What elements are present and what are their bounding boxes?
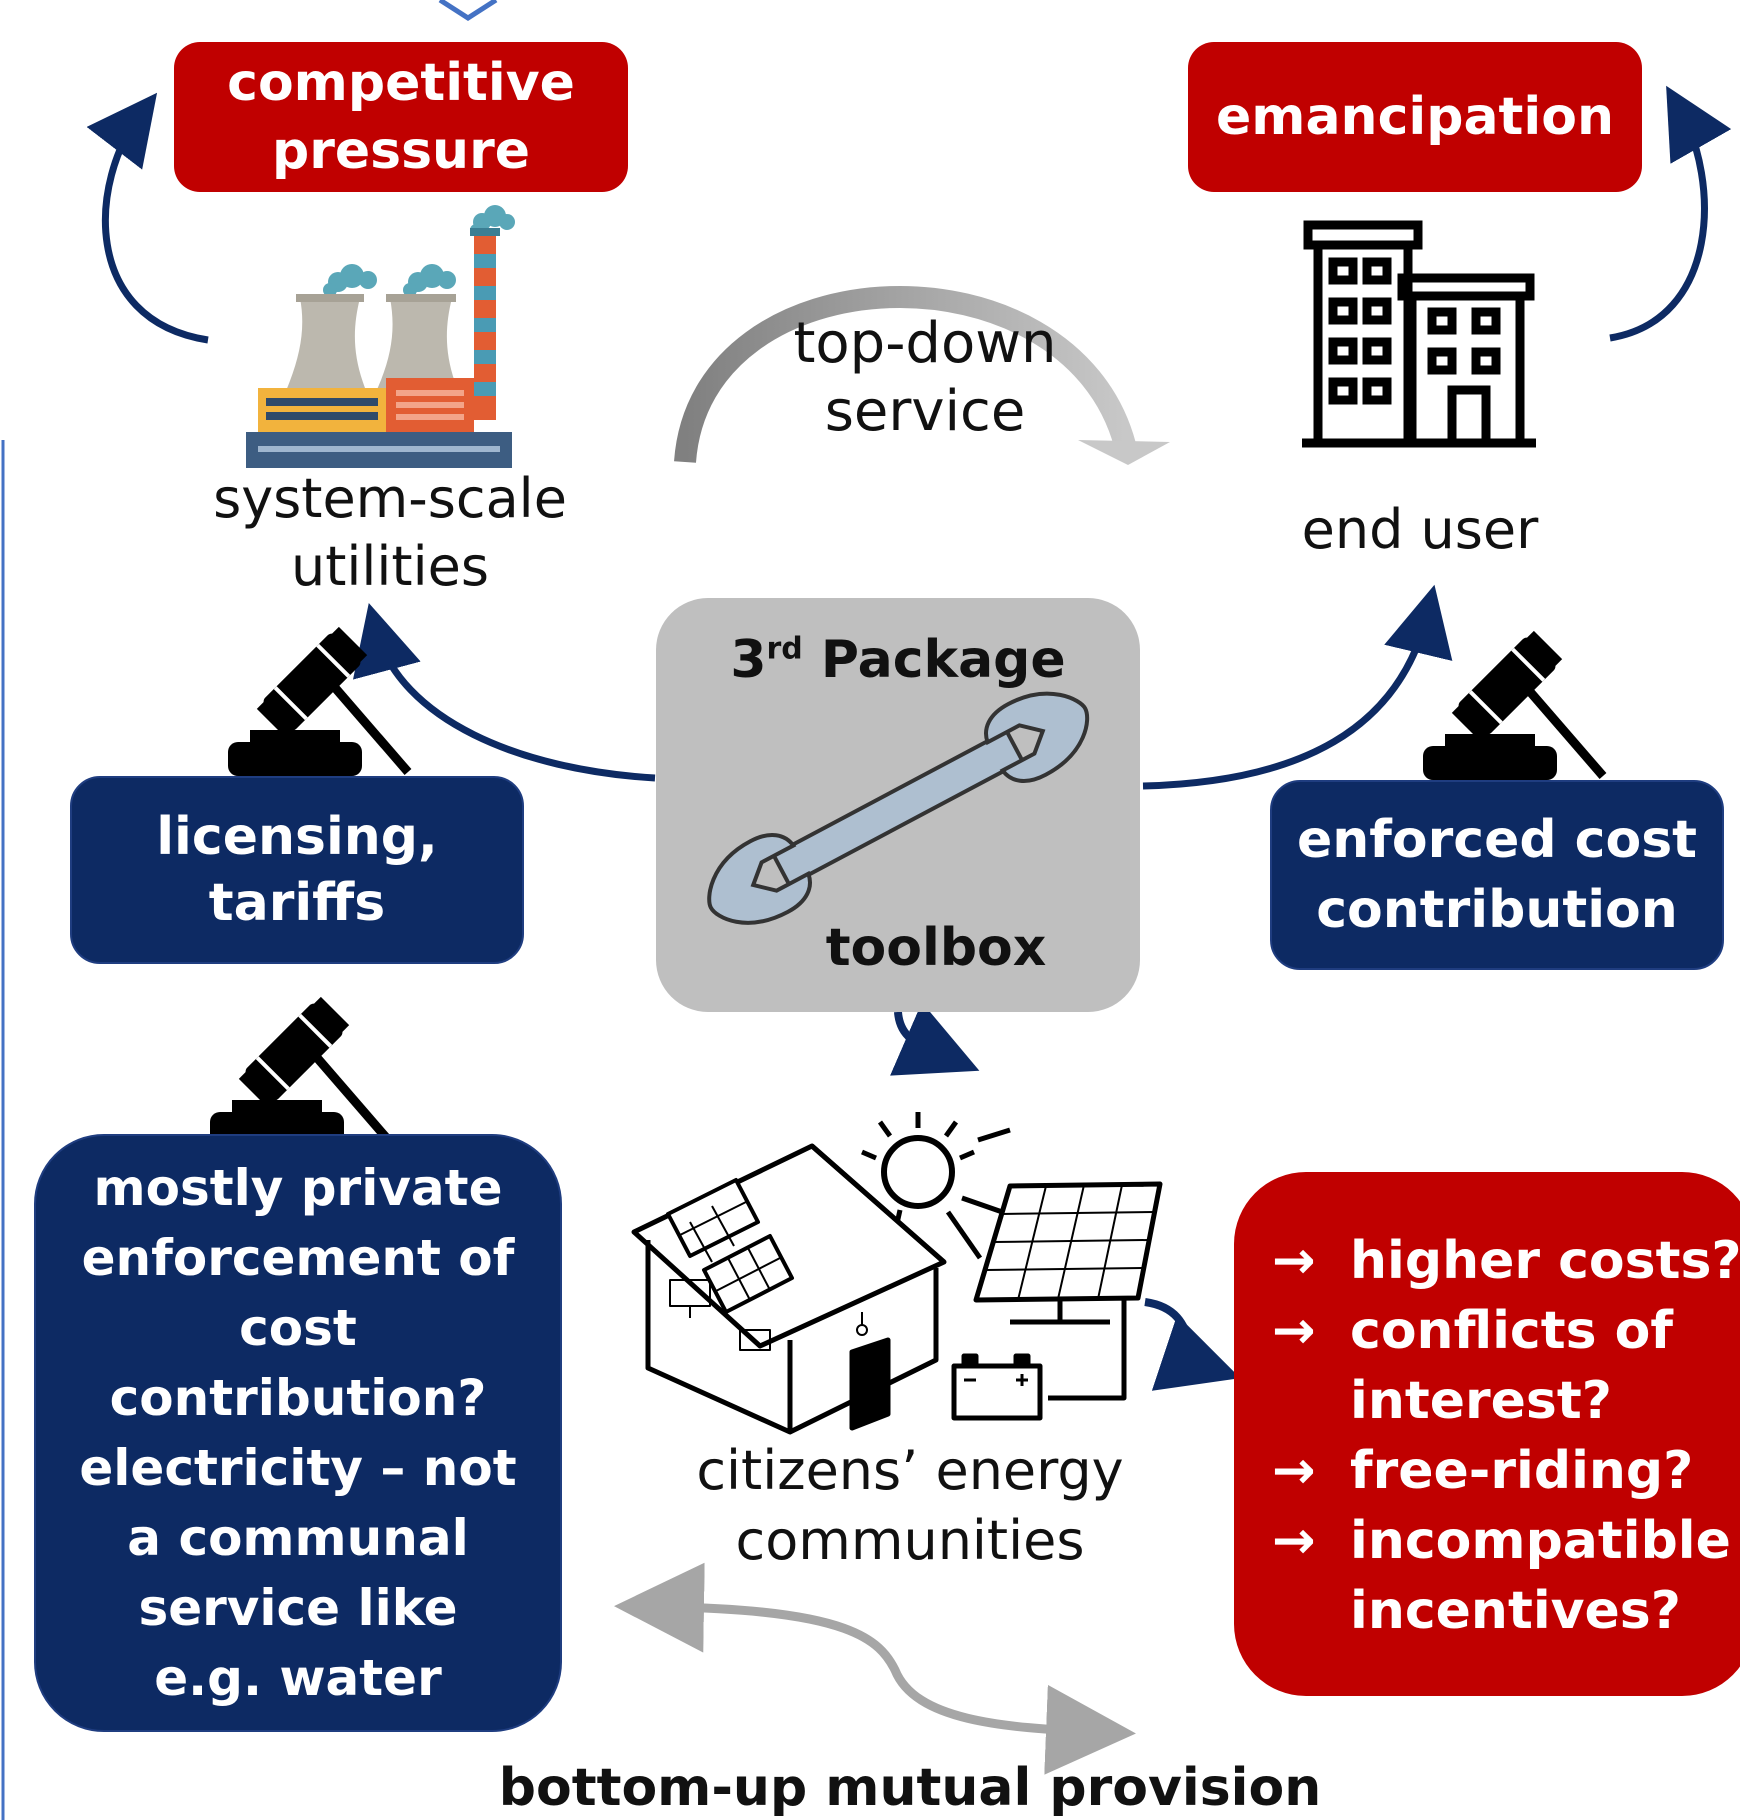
citizens-line-2: communities [735,1509,1085,1572]
risk-item: incentives? [1272,1576,1740,1646]
power-plant-icon [246,205,515,468]
private-enforcement-line-7: service like [138,1579,458,1637]
toolbox-label: toolbox [825,918,1047,978]
arrow-communities-to-risks [1144,1298,1241,1391]
risk-text: higher costs? [1350,1231,1740,1291]
risk-item: → conflicts of [1272,1296,1740,1366]
end-user-text: end user [1301,498,1539,561]
risk-item: interest? [1272,1366,1740,1436]
arrow-utilities-to-pressure [86,92,209,344]
risk-arrow-icon: → [1272,1231,1316,1291]
emancipation-box: emancipation [1188,42,1642,192]
bottom-up-mutual-provision-label: bottom-up mutual provision [498,1758,1322,1818]
top-down-line-1: top-down [793,311,1057,376]
gavel-icon-left-top [228,626,412,776]
risk-arrow-icon [1272,1366,1350,1436]
risk-arrow-icon: → [1272,1441,1316,1501]
arrow-enduser-to-emancipation [1609,85,1732,342]
risk-text: incompatible [1350,1511,1731,1571]
risk-arrow-icon: → [1272,1511,1316,1571]
risk-item: → higher costs? [1272,1226,1740,1296]
risk-item: → incompatible [1272,1506,1740,1576]
top-down-arc [674,285,1136,463]
citizens-energy-communities-label: citizens’ energy communities [680,1436,1140,1576]
enforced-line-2: contribution [1316,880,1678,940]
arrow-toolbox-to-communities [890,1002,980,1076]
risk-text: free-riding? [1350,1441,1694,1501]
risk-item: → free-riding? [1272,1436,1740,1506]
package-ordinal: 3 [730,630,767,690]
private-enforcement-line-4: contribution? [109,1369,487,1427]
risks-box: → higher costs? → conflicts of interest? → fre… [1234,1172,1740,1696]
system-scale-line-2: utilities [291,535,489,598]
enforced-cost-contribution-box: enforced cost contribution [1270,780,1724,970]
arrow-toolbox-to-utilities [353,602,656,782]
private-enforcement-line-3: cost [239,1299,357,1357]
licensing-line-2: tariffs [208,873,386,933]
top-down-arrowhead [1078,440,1170,465]
risk-arrow-icon: → [1272,1301,1316,1361]
private-enforcement-line-2: enforcement of [81,1229,515,1287]
wrench-icon [707,691,1090,925]
risk-text: conflicts of [1350,1301,1674,1361]
risk-text: interest? [1350,1371,1612,1431]
private-enforcement-box: mostly private enforcement of cost contr… [34,1134,562,1732]
third-package-title: 3rd Package [656,630,1140,690]
private-enforcement-line-1: mostly private [93,1159,503,1217]
top-down-line-2: service [824,379,1026,444]
licensing-tariffs-box: licensing, tariffs [70,776,524,964]
end-user-label: end user [1250,496,1590,564]
competitive-pressure-line-1: competitive [227,53,575,113]
competitive-pressure-box: competitive pressure [174,42,628,192]
private-enforcement-line-6: a communal [127,1509,469,1567]
risk-list: → higher costs? → conflicts of interest? → fre… [1272,1226,1740,1646]
risk-arrow-icon [1272,1576,1350,1646]
system-scale-line-1: system-scale [213,467,567,530]
top-edge-diamond-icon [438,0,498,21]
top-down-service-label: top-down service [740,310,1110,446]
competitive-pressure-line-2: pressure [272,121,530,181]
gavel-icon-right [1423,630,1607,780]
arrow-toolbox-to-enduser [1142,584,1453,790]
package-ordinal-suffix: rd [766,631,803,667]
bottom-up-double-arrow [614,1562,1136,1775]
private-enforcement-line-8: e.g. water [154,1649,442,1707]
private-enforcement-line-5: electricity – not [79,1439,517,1497]
apartment-building-icon [1302,220,1536,448]
emancipation-label: emancipation [1216,87,1614,147]
licensing-line-1: licensing, [156,807,438,867]
gavel-icon-left-bottom [210,996,394,1146]
enforced-line-1: enforced cost [1296,810,1698,870]
risk-text: incentives? [1350,1581,1681,1641]
third-package-toolbox-box: 3rd Package toolbox [656,598,1140,1012]
solar-house-icon [631,1112,1163,1435]
package-word: Package [802,630,1066,690]
system-scale-utilities-label: system-scale utilities [170,465,610,601]
citizens-line-1: citizens’ energy [696,1439,1124,1502]
